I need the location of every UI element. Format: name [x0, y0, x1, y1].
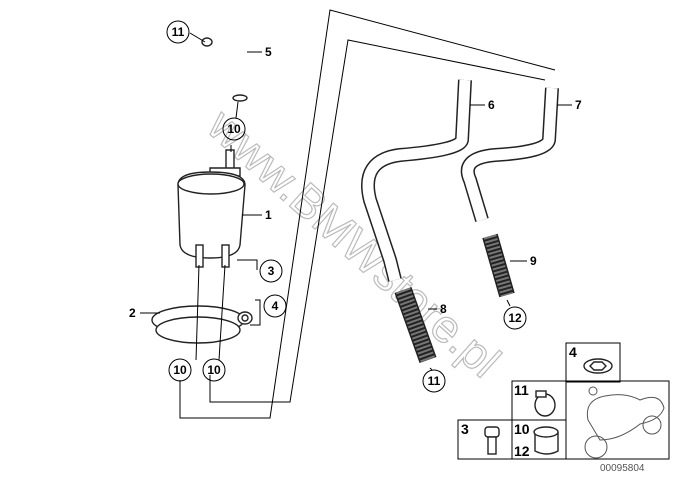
label-7: 7 — [575, 98, 582, 112]
inset-label-11: 11 — [514, 382, 529, 398]
label-5: 5 — [265, 45, 272, 59]
label-6: 6 — [488, 98, 495, 112]
hose-5 — [201, 36, 248, 102]
svg-text:10: 10 — [207, 363, 221, 377]
svg-text:10: 10 — [227, 122, 241, 136]
svg-text:12: 12 — [508, 311, 522, 325]
callout-3: 3 — [259, 259, 283, 283]
inset-label-12: 12 — [514, 443, 530, 459]
label-8: 8 — [440, 302, 447, 316]
svg-text:11: 11 — [428, 374, 441, 388]
leader-lines — [140, 32, 572, 371]
callout-4: 4 — [263, 294, 287, 318]
callout-12: 12 — [503, 306, 527, 330]
hose-6 — [361, 79, 472, 364]
svg-text:10: 10 — [173, 363, 187, 377]
label-1: 1 — [265, 208, 272, 222]
routing-lines — [179, 9, 556, 419]
part-number: 00095804 — [600, 463, 645, 474]
label-2: 2 — [129, 306, 136, 320]
inset-label-10: 10 — [514, 421, 530, 437]
svg-text:3: 3 — [268, 264, 275, 278]
fuel-filter-1 — [177, 149, 246, 268]
hose-7 — [460, 87, 559, 298]
inset-label-3: 3 — [461, 421, 469, 437]
inset-panel: 4 11 3 10 12 00095804 — [457, 342, 670, 474]
clamp-ring-icon — [533, 426, 559, 455]
callout-10-right: 10 — [202, 358, 226, 382]
svg-text:11: 11 — [172, 25, 185, 39]
inset-label-4: 4 — [569, 344, 577, 360]
callout-11-bottom: 11 — [422, 369, 446, 393]
hose-clamp-icon — [534, 390, 556, 417]
motorcycle-icon — [584, 386, 665, 459]
svg-text:4: 4 — [272, 299, 279, 313]
label-9: 9 — [530, 254, 537, 268]
callout-11-top: 11 — [166, 20, 190, 44]
callout-10-top: 10 — [222, 117, 246, 141]
bracket-2 — [151, 305, 253, 344]
bolt-icon — [484, 426, 500, 455]
callout-10-left: 10 — [168, 358, 192, 382]
washer-icon — [583, 358, 613, 374]
